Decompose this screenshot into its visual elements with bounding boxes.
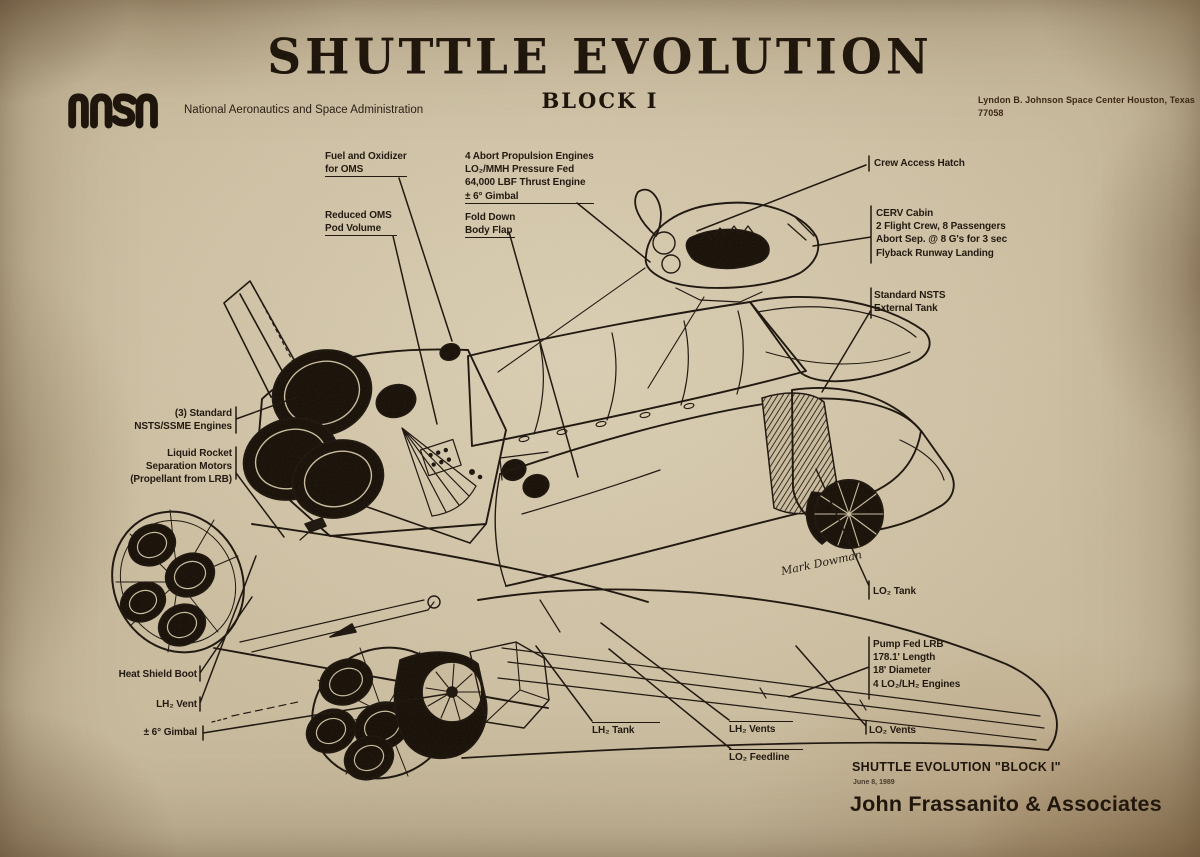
- space-center-line1: Lyndon B. Johnson Space Center: [978, 95, 1125, 105]
- footer-studio-name: John Frassanito & Associates: [850, 792, 1162, 816]
- payload-fairing-art: [467, 301, 807, 447]
- handwritten-signature: Mark Dowman: [779, 548, 863, 578]
- label-heat-shield-boot: Heat Shield Boot: [118, 669, 198, 680]
- label-external-tank: Standard NSTS External Tank: [874, 290, 946, 315]
- nasa-logo-block: National Aeronautics and Space Administr…: [58, 90, 423, 130]
- label-separation-motors: Liquid Rocket Separation Motors (Propell…: [130, 448, 232, 486]
- ssme-nozzles-art: [242, 342, 461, 519]
- space-center-address: Lyndon B. Johnson Space Center Houston, …: [978, 94, 1200, 120]
- poster-title: SHUTTLE EVOLUTION: [267, 28, 933, 87]
- label-lh2-vent: LH₂ Vent: [156, 699, 197, 710]
- label-fold-down-body-flap: Fold Down Body Flap: [465, 211, 515, 239]
- label-lh2-tank: LH₂ Tank: [592, 722, 661, 737]
- nasa-org-line2: Space Administration: [315, 103, 424, 116]
- label-pump-fed-lrb: Pump Fed LRB 178.1' Length 18' Diameter …: [873, 639, 961, 690]
- label-cerv-cabin: CERV Cabin 2 Flight Crew, 8 Passengers A…: [876, 208, 1008, 259]
- label-reduced-oms-pod: Reduced OMS Pod Volume: [325, 209, 398, 237]
- label-lh2-vents: LH₂ Vents: [729, 721, 794, 736]
- cerv-cabin-art: [497, 188, 820, 389]
- label-ssme-engines: (3) Standard NSTS/SSME Engines: [134, 408, 232, 433]
- label-lo2-feedline: LO₂ Feedline: [729, 749, 804, 764]
- label-lo2-vents: LO₂ Vents: [869, 725, 916, 736]
- label-abort-propulsion-engines: 4 Abort Propulsion Engines LO₂/MMH Press…: [465, 150, 594, 204]
- footer-date: June 8, 1989: [853, 779, 895, 786]
- label-fuel-oxidizer-oms: Fuel and Oxidizer for OMS: [325, 150, 407, 178]
- label-lo2-tank: LO₂ Tank: [873, 586, 916, 597]
- footer-drawing-title: SHUTTLE EVOLUTION "BLOCK I": [852, 760, 1061, 774]
- label-crew-access-hatch: Crew Access Hatch: [874, 158, 965, 169]
- nasa-worm-logo-icon: [68, 93, 158, 129]
- nasa-org-name: National Aeronautics and Space Administr…: [184, 103, 423, 117]
- label-gimbal-aft: ± 6° Gimbal: [143, 727, 198, 738]
- nasa-org-line1: National Aeronautics and: [184, 103, 312, 116]
